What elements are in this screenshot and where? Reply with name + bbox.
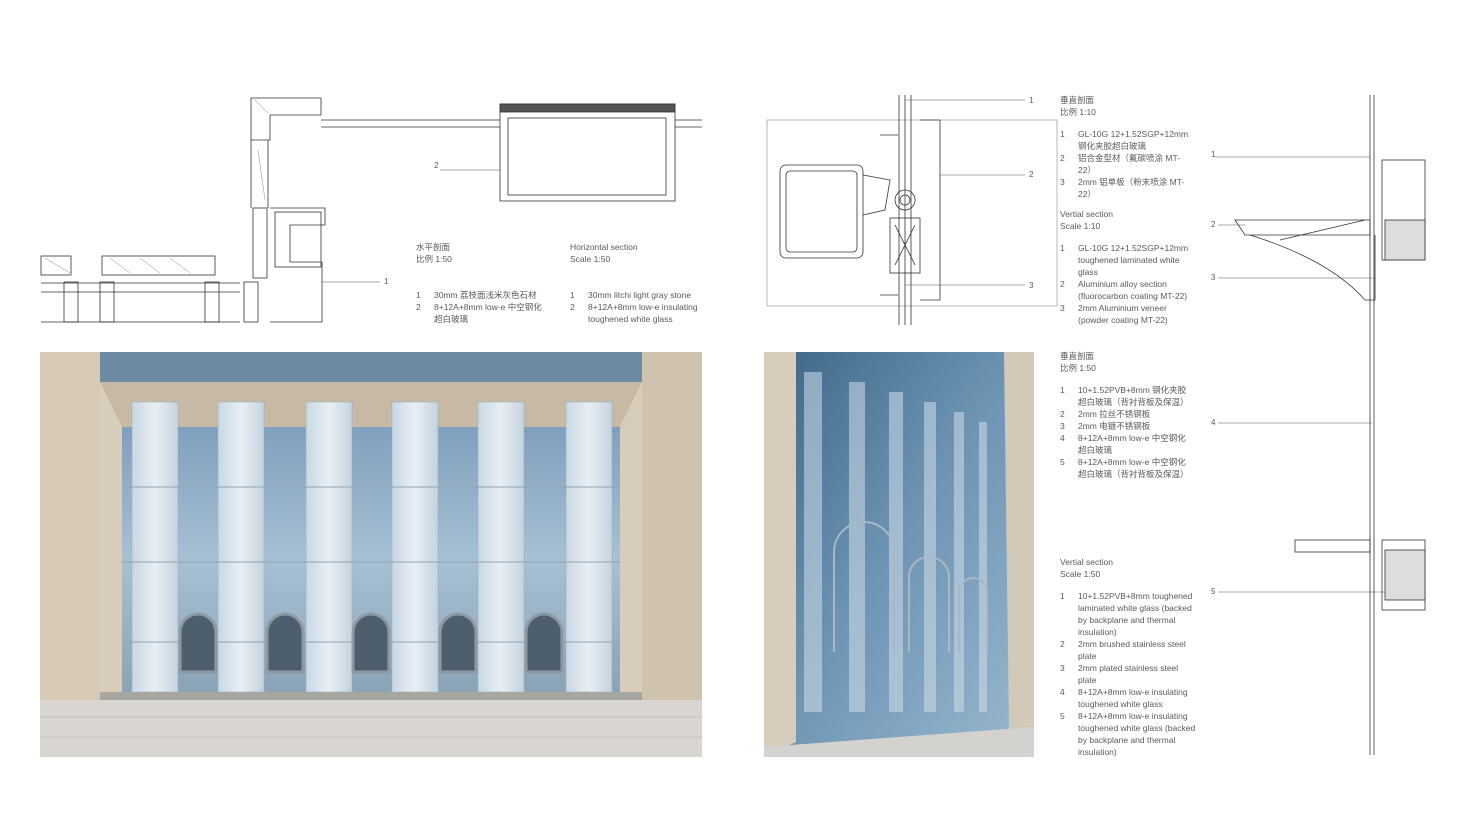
vertical-section-legend-en: Vertial section Scale 1:50 1 10+1.52PVB+8… — [1060, 556, 1205, 758]
legend-text: 8+12A+8mm low-e insulating toughened whi… — [1078, 711, 1196, 757]
legend-number: 3 — [1060, 663, 1065, 673]
legend-text: Aluminium alloy section (fluorocarbon co… — [1078, 279, 1188, 301]
legend-number: 2 — [1060, 409, 1065, 419]
legend-number: 3 — [1060, 303, 1065, 313]
vertical-en-scale: Scale 1:50 — [1060, 569, 1101, 579]
legend-text: 8+12A+8mm low-e 中空钢化 超白玻璃（背衬背板及保温） — [1078, 457, 1189, 479]
legend-number: 1 — [1060, 385, 1065, 395]
legend-number: 1 — [1060, 243, 1065, 253]
vertical-detail-cn-title: 垂直剖面 — [1060, 95, 1095, 105]
callout-1: 1 — [1211, 150, 1216, 159]
legend-number: 3 — [1060, 177, 1065, 187]
facade-photo — [40, 352, 702, 757]
vertical-detail-legend: 垂直剖面 比例 1:10 1 GL-10G 12+1.52SGP+12mm 钢化夹… — [1060, 94, 1205, 326]
legend-text: 10+1.52PVB+8mm 钢化夹胶 超白玻璃（背衬背板及保温） — [1078, 385, 1189, 407]
horizontal-legend-en: Horizontal section Scale 1:50 1 30mm litc… — [570, 241, 710, 325]
legend-number: 2 — [1060, 153, 1065, 163]
legend-text: 30mm litchi light gray stone — [588, 290, 691, 300]
vertical-section-legend: 垂直剖面 比例 1:50 1 10+1.52PVB+8mm 钢化夹胶 超白玻璃（背… — [1060, 350, 1205, 480]
horizontal-cn-title: 水平剖面 — [416, 242, 451, 252]
vertical-detail-cn-scale: 比例 1:10 — [1060, 107, 1096, 117]
horizontal-legend-cn: 水平剖面 比例 1:50 1 30mm 荔枝面浅米灰色石材 2 8+12A+8mm … — [416, 241, 566, 325]
horizontal-cn-scale: 比例 1:50 — [416, 254, 452, 264]
legend-number: 2 — [570, 302, 575, 312]
legend-text: 2mm 电镀不锈钢板 — [1078, 421, 1151, 431]
legend-number: 5 — [1060, 457, 1065, 467]
callout-2: 2 — [1029, 170, 1034, 179]
legend-text: 2mm 拉丝不锈钢板 — [1078, 409, 1151, 419]
horizontal-en-title: Horizontal section — [570, 242, 638, 252]
legend-text: 10+1.52PVB+8mm toughened laminated white… — [1078, 591, 1193, 637]
legend-text: 铝合金型材（氟碳喷涂 MT- 22） — [1078, 153, 1180, 175]
legend-text: 8+12A+8mm low-e 中空钢化 超白玻璃 — [434, 302, 542, 324]
callout-5: 5 — [1211, 587, 1216, 596]
legend-number: 2 — [1060, 639, 1065, 649]
vertical-cn-title: 垂直剖面 — [1060, 351, 1095, 361]
legend-text: GL-10G 12+1.52SGP+12mm 钢化夹胶超白玻璃 — [1078, 129, 1189, 151]
legend-number: 1 — [416, 290, 421, 300]
callout-2: 2 — [1211, 220, 1216, 229]
vertical-section-drawing: 1 2 3 4 5 — [1211, 95, 1426, 755]
vertical-section-detail-drawing: 1 2 3 — [766, 95, 1058, 325]
legend-text: 8+12A+8mm low-e insulating toughened whi… — [1078, 687, 1188, 709]
legend-number: 4 — [1060, 433, 1065, 443]
legend-number: 3 — [1060, 421, 1065, 431]
vertical-detail-en-title: Vertial section — [1060, 209, 1113, 219]
legend-number: 1 — [1060, 129, 1065, 139]
legend-number: 1 — [570, 290, 575, 300]
legend-text: 2mm Aluminium veneer (powder coating MT-… — [1078, 303, 1168, 325]
horizontal-section-drawing: 2 1 — [40, 97, 702, 323]
legend-number: 2 — [1060, 279, 1065, 289]
vertical-en-title: Vertial section — [1060, 557, 1113, 567]
callout-3: 3 — [1029, 281, 1034, 290]
legend-number: 5 — [1060, 711, 1065, 721]
callout-1: 1 — [384, 277, 389, 286]
legend-text: 2mm plated stainless steel plate — [1078, 663, 1179, 685]
legend-text: 8+12A+8mm low-e 中空钢化 超白玻璃 — [1078, 433, 1186, 455]
callout-4: 4 — [1211, 418, 1216, 427]
vertical-cn-scale: 比例 1:50 — [1060, 363, 1096, 373]
legend-text: 8+12A+8mm low-e insulating toughened whi… — [588, 302, 698, 324]
legend-number: 4 — [1060, 687, 1065, 697]
facade-perspective-photo — [764, 352, 1034, 757]
legend-number: 2 — [416, 302, 421, 312]
legend-text: 2mm 铝单板（粉末喷涂 MT- 22） — [1078, 177, 1185, 199]
callout-2: 2 — [434, 161, 439, 170]
vertical-detail-en-scale: Scale 1:10 — [1060, 221, 1101, 231]
callout-3: 3 — [1211, 273, 1216, 282]
legend-text: GL-10G 12+1.52SGP+12mm toughened laminat… — [1078, 243, 1189, 277]
legend-number: 1 — [1060, 591, 1065, 601]
legend-text: 2mm brushed stainless steel plate — [1078, 639, 1186, 661]
legend-text: 30mm 荔枝面浅米灰色石材 — [434, 290, 537, 300]
callout-1: 1 — [1029, 96, 1034, 105]
horizontal-en-scale: Scale 1:50 — [570, 254, 611, 264]
